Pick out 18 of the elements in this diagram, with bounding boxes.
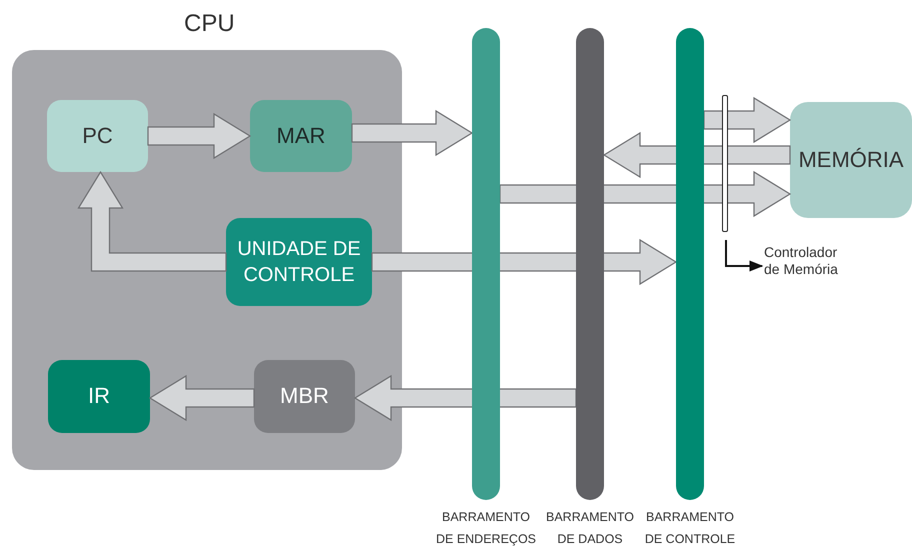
controller-bar bbox=[722, 95, 728, 232]
block-arrow bbox=[351, 110, 474, 156]
bus-label: BARRAMENTO DE ENDEREÇOS bbox=[434, 509, 538, 548]
bus-label: BARRAMENTO DE CONTROLE bbox=[644, 509, 736, 548]
register-box: IR bbox=[48, 360, 150, 433]
controller-label: Controlador de Memória bbox=[764, 244, 852, 278]
leader-line bbox=[725, 240, 764, 272]
bus-label: BARRAMENTO DE DADOS bbox=[545, 509, 635, 548]
block-arrow bbox=[147, 112, 252, 160]
register-box: MBR bbox=[254, 360, 355, 433]
block-arrow bbox=[148, 374, 255, 422]
block-arrow bbox=[77, 170, 227, 272]
register-box: PC bbox=[47, 100, 148, 172]
group-title: CPU bbox=[184, 10, 235, 38]
memory-box: MEMÓRIA bbox=[790, 102, 912, 218]
register-box: MAR bbox=[250, 100, 352, 172]
control-unit-box: UNIDADE DE CONTROLE bbox=[226, 218, 372, 306]
block-arrow bbox=[703, 96, 792, 144]
